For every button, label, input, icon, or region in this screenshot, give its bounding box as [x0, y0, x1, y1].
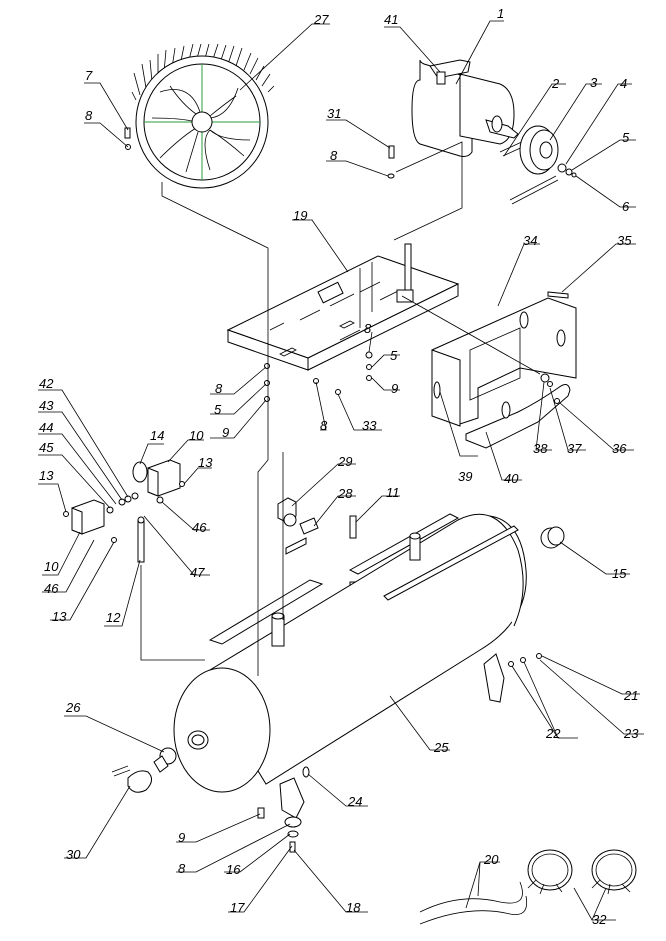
- label-45: 45: [39, 440, 54, 455]
- label-5-b: 5: [390, 348, 398, 363]
- label-5-a: 5: [622, 130, 630, 145]
- label-8-c: 8: [364, 321, 372, 336]
- label-7: 7: [85, 68, 93, 83]
- label-13-b: 13: [198, 455, 213, 470]
- label-1: 1: [497, 6, 504, 21]
- label-8-b: 8: [330, 148, 338, 163]
- label-12: 12: [106, 610, 121, 625]
- coupling-26-30: [111, 747, 177, 793]
- label-23: 23: [623, 726, 639, 741]
- pressure-switch-assembly: [63, 459, 185, 563]
- label-8-d: 8: [215, 381, 223, 396]
- label-2: 2: [551, 76, 560, 91]
- label-27: 27: [313, 12, 329, 27]
- label-17: 17: [230, 900, 245, 915]
- hose-clamps-32: [527, 849, 637, 895]
- label-46-b: 46: [44, 581, 59, 596]
- air-tank-25: [173, 513, 542, 819]
- label-5-c: 5: [214, 402, 222, 417]
- label-34: 34: [523, 233, 537, 248]
- label-24: 24: [347, 794, 362, 809]
- label-33: 33: [362, 418, 377, 433]
- label-26: 26: [65, 700, 81, 715]
- label-4: 4: [620, 76, 627, 91]
- label-42: 42: [39, 376, 54, 391]
- mounting-plate-19: [226, 243, 460, 371]
- belt-guard: [431, 291, 577, 449]
- label-40: 40: [504, 471, 519, 486]
- label-31: 31: [327, 106, 341, 121]
- label-44: 44: [39, 420, 53, 435]
- label-9-c: 9: [178, 830, 185, 845]
- label-10-b: 10: [44, 559, 59, 574]
- label-11: 11: [386, 485, 400, 500]
- label-46-a: 46: [192, 520, 207, 535]
- label-21: 21: [623, 688, 638, 703]
- label-43: 43: [39, 398, 54, 413]
- label-6: 6: [622, 199, 630, 214]
- label-13-a: 13: [39, 468, 54, 483]
- label-41: 41: [384, 12, 398, 27]
- label-39: 39: [458, 469, 472, 484]
- label-19: 19: [293, 208, 307, 223]
- label-15: 15: [612, 566, 627, 581]
- connection-lines: [140, 141, 541, 676]
- label-30: 30: [66, 847, 81, 862]
- valves: [277, 497, 357, 589]
- label-14: 14: [150, 428, 164, 443]
- label-29: 29: [337, 454, 352, 469]
- label-35: 35: [617, 233, 632, 248]
- label-16: 16: [226, 862, 241, 877]
- callouts: 1 41 27 7 8 31 8 2 3 4 5 6 19: [38, 6, 644, 927]
- pulley-3: [509, 125, 559, 205]
- label-32: 32: [592, 912, 607, 927]
- label-47: 47: [190, 565, 205, 580]
- label-8-a: 8: [85, 108, 93, 123]
- fan-assembly: [131, 43, 275, 189]
- label-22: 22: [545, 726, 561, 741]
- label-28: 28: [337, 486, 353, 501]
- label-10-a: 10: [189, 428, 204, 443]
- label-3: 3: [590, 75, 598, 90]
- label-37: 37: [567, 441, 582, 456]
- label-36: 36: [612, 441, 627, 456]
- label-13-c: 13: [52, 609, 67, 624]
- label-9-b: 9: [222, 425, 229, 440]
- label-38: 38: [533, 441, 548, 456]
- label-25: 25: [433, 740, 449, 755]
- label-8-e: 8: [320, 418, 328, 433]
- label-9-a: 9: [391, 381, 398, 396]
- motor-assembly: [411, 59, 519, 157]
- label-18: 18: [346, 900, 361, 915]
- label-8-f: 8: [178, 861, 186, 876]
- label-20: 20: [483, 852, 499, 867]
